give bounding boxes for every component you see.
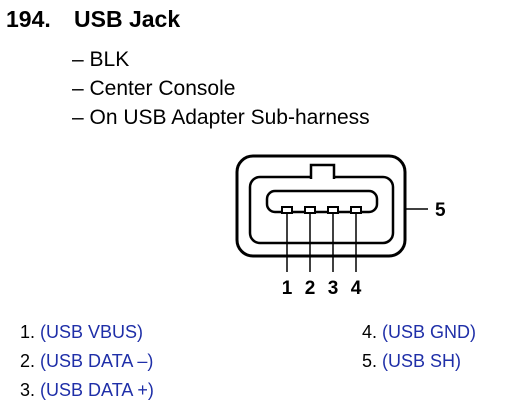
usb-tongue: [265, 189, 379, 214]
pin-signal: (USB VBUS): [40, 322, 144, 342]
component-title: 194. USB Jack: [6, 6, 180, 33]
component-details: – BLK – Center Console – On USB Adapter …: [72, 45, 370, 132]
detail-location: – Center Console: [72, 77, 236, 100]
pin-signal: (USB DATA –): [40, 351, 154, 371]
pin-number: 1.: [20, 322, 36, 342]
pin-2-contact: [304, 206, 316, 214]
pin-3-label: 3: [328, 278, 339, 299]
pin-row-1: 1. (USB VBUS): [20, 318, 154, 347]
pin-list-right: 4. (USB GND) 5. (USB SH): [362, 318, 476, 376]
pin-1-contact: [281, 206, 293, 214]
pin-row-3: 3. (USB DATA +): [20, 376, 154, 405]
pin-row-5: 5. (USB SH): [362, 347, 476, 376]
pin-5-label: 5: [435, 200, 446, 221]
pin-number: 3.: [20, 380, 36, 400]
pin-signal: (USB GND): [382, 322, 477, 342]
pin-number: 4.: [362, 322, 378, 342]
pin-number: 5.: [362, 351, 378, 371]
connector-latch-gap: [311, 172, 334, 181]
pin-signal: (USB SH): [382, 351, 462, 371]
connector-outer-housing: [235, 154, 407, 258]
pin-row-4: 4. (USB GND): [362, 318, 476, 347]
pin-row-2: 2. (USB DATA –): [20, 347, 154, 376]
usb-jack-connector-diagram: 1 2 3 4 5: [235, 154, 446, 299]
pin-number: 2.: [20, 351, 36, 371]
detail-color: – BLK: [72, 48, 130, 71]
pin-2-label: 2: [305, 278, 316, 299]
pin-signal: (USB DATA +): [40, 380, 154, 400]
pin-4-contact: [350, 206, 362, 214]
detail-harness: – On USB Adapter Sub-harness: [72, 106, 370, 129]
pin-4-label: 4: [351, 278, 362, 299]
connector-latch-tab: [309, 163, 336, 179]
pin-list-left: 1. (USB VBUS) 2. (USB DATA –) 3. (USB DA…: [20, 318, 154, 405]
component-number: 194.: [6, 6, 51, 32]
pin-1-label: 1: [282, 278, 293, 299]
pin-3-contact: [327, 206, 339, 214]
component-name: USB Jack: [74, 6, 181, 32]
